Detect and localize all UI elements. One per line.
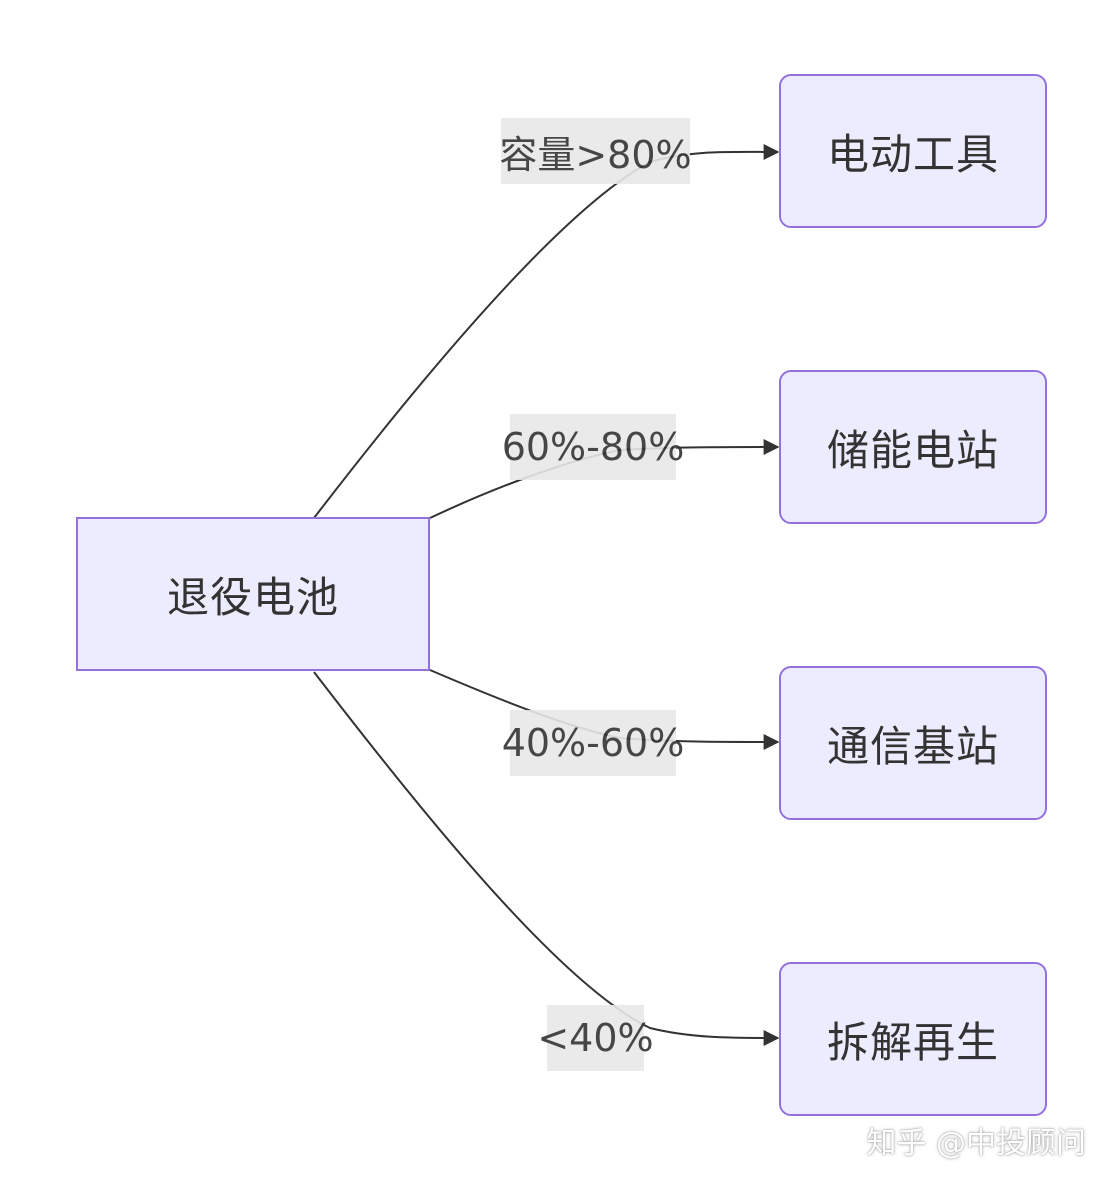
target-node-label: 通信基站 [826, 721, 999, 771]
target-node-label: 储能电站 [826, 425, 999, 475]
target-node-label: 电动工具 [826, 129, 999, 179]
target-node-power-tools: 电动工具 [779, 74, 1047, 228]
source-node-label: 退役电池 [166, 572, 339, 622]
target-node-energy-storage: 储能电站 [779, 370, 1047, 524]
edge-label-3: <40% [537, 1005, 654, 1071]
edge-label-1: 60%-80% [502, 414, 684, 480]
edge-label-2: 40%-60% [502, 710, 684, 776]
target-node-recycling: 拆解再生 [779, 962, 1047, 1116]
watermark: 知乎 @中投顾问 [866, 1126, 1086, 1161]
edge-to-target-0 [313, 143, 780, 519]
target-node-label: 拆解再生 [826, 1017, 999, 1067]
edge-to-target-3 [313, 671, 780, 1046]
source-node: 退役电池 [76, 517, 430, 671]
target-node-base-station: 通信基站 [779, 666, 1047, 820]
edge-label-0: 容量>80% [499, 118, 692, 184]
